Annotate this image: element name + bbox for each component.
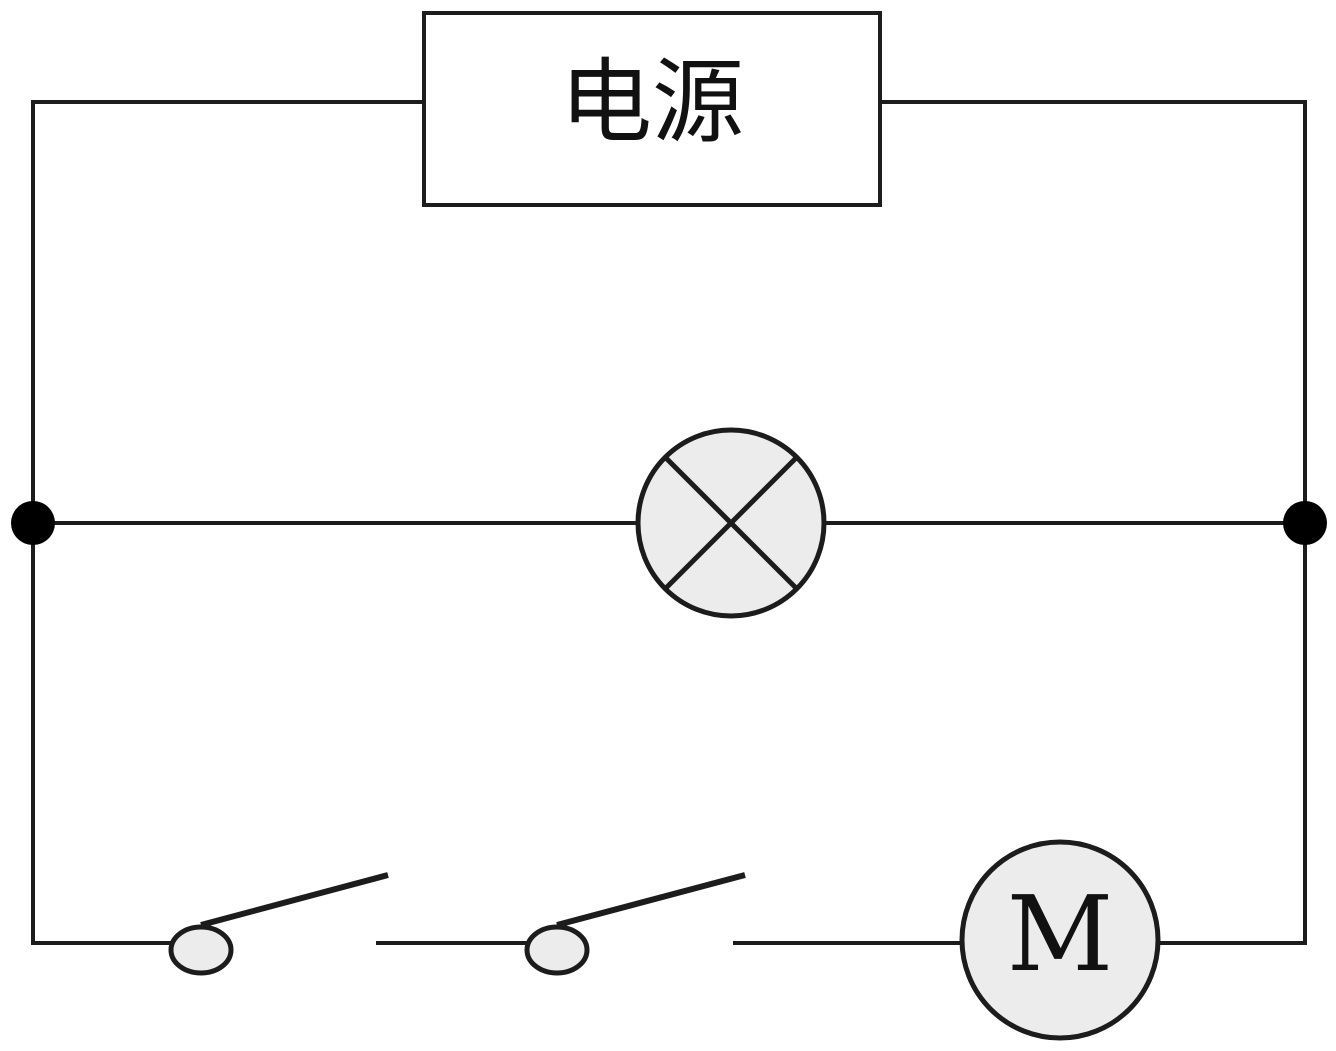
junction-left: [11, 501, 55, 545]
motor: M: [959, 839, 1161, 1041]
power-supply-box: [422, 11, 882, 207]
motor-label: M: [1007, 873, 1114, 995]
motor-circle: [959, 839, 1161, 1041]
power-supply: 电源: [422, 11, 882, 207]
switch-2-pivot: [524, 924, 590, 976]
switch-1: [168, 872, 389, 976]
lamp-cross-line-2: [663, 455, 799, 591]
switch-1-blade: [200, 872, 389, 928]
switch-1-pivot: [168, 924, 234, 976]
switch-2-blade: [556, 872, 746, 928]
lamp: [635, 427, 827, 619]
power-supply-label: 电源: [560, 49, 744, 156]
junction-right: [1283, 501, 1327, 545]
switch-2: [524, 872, 746, 976]
